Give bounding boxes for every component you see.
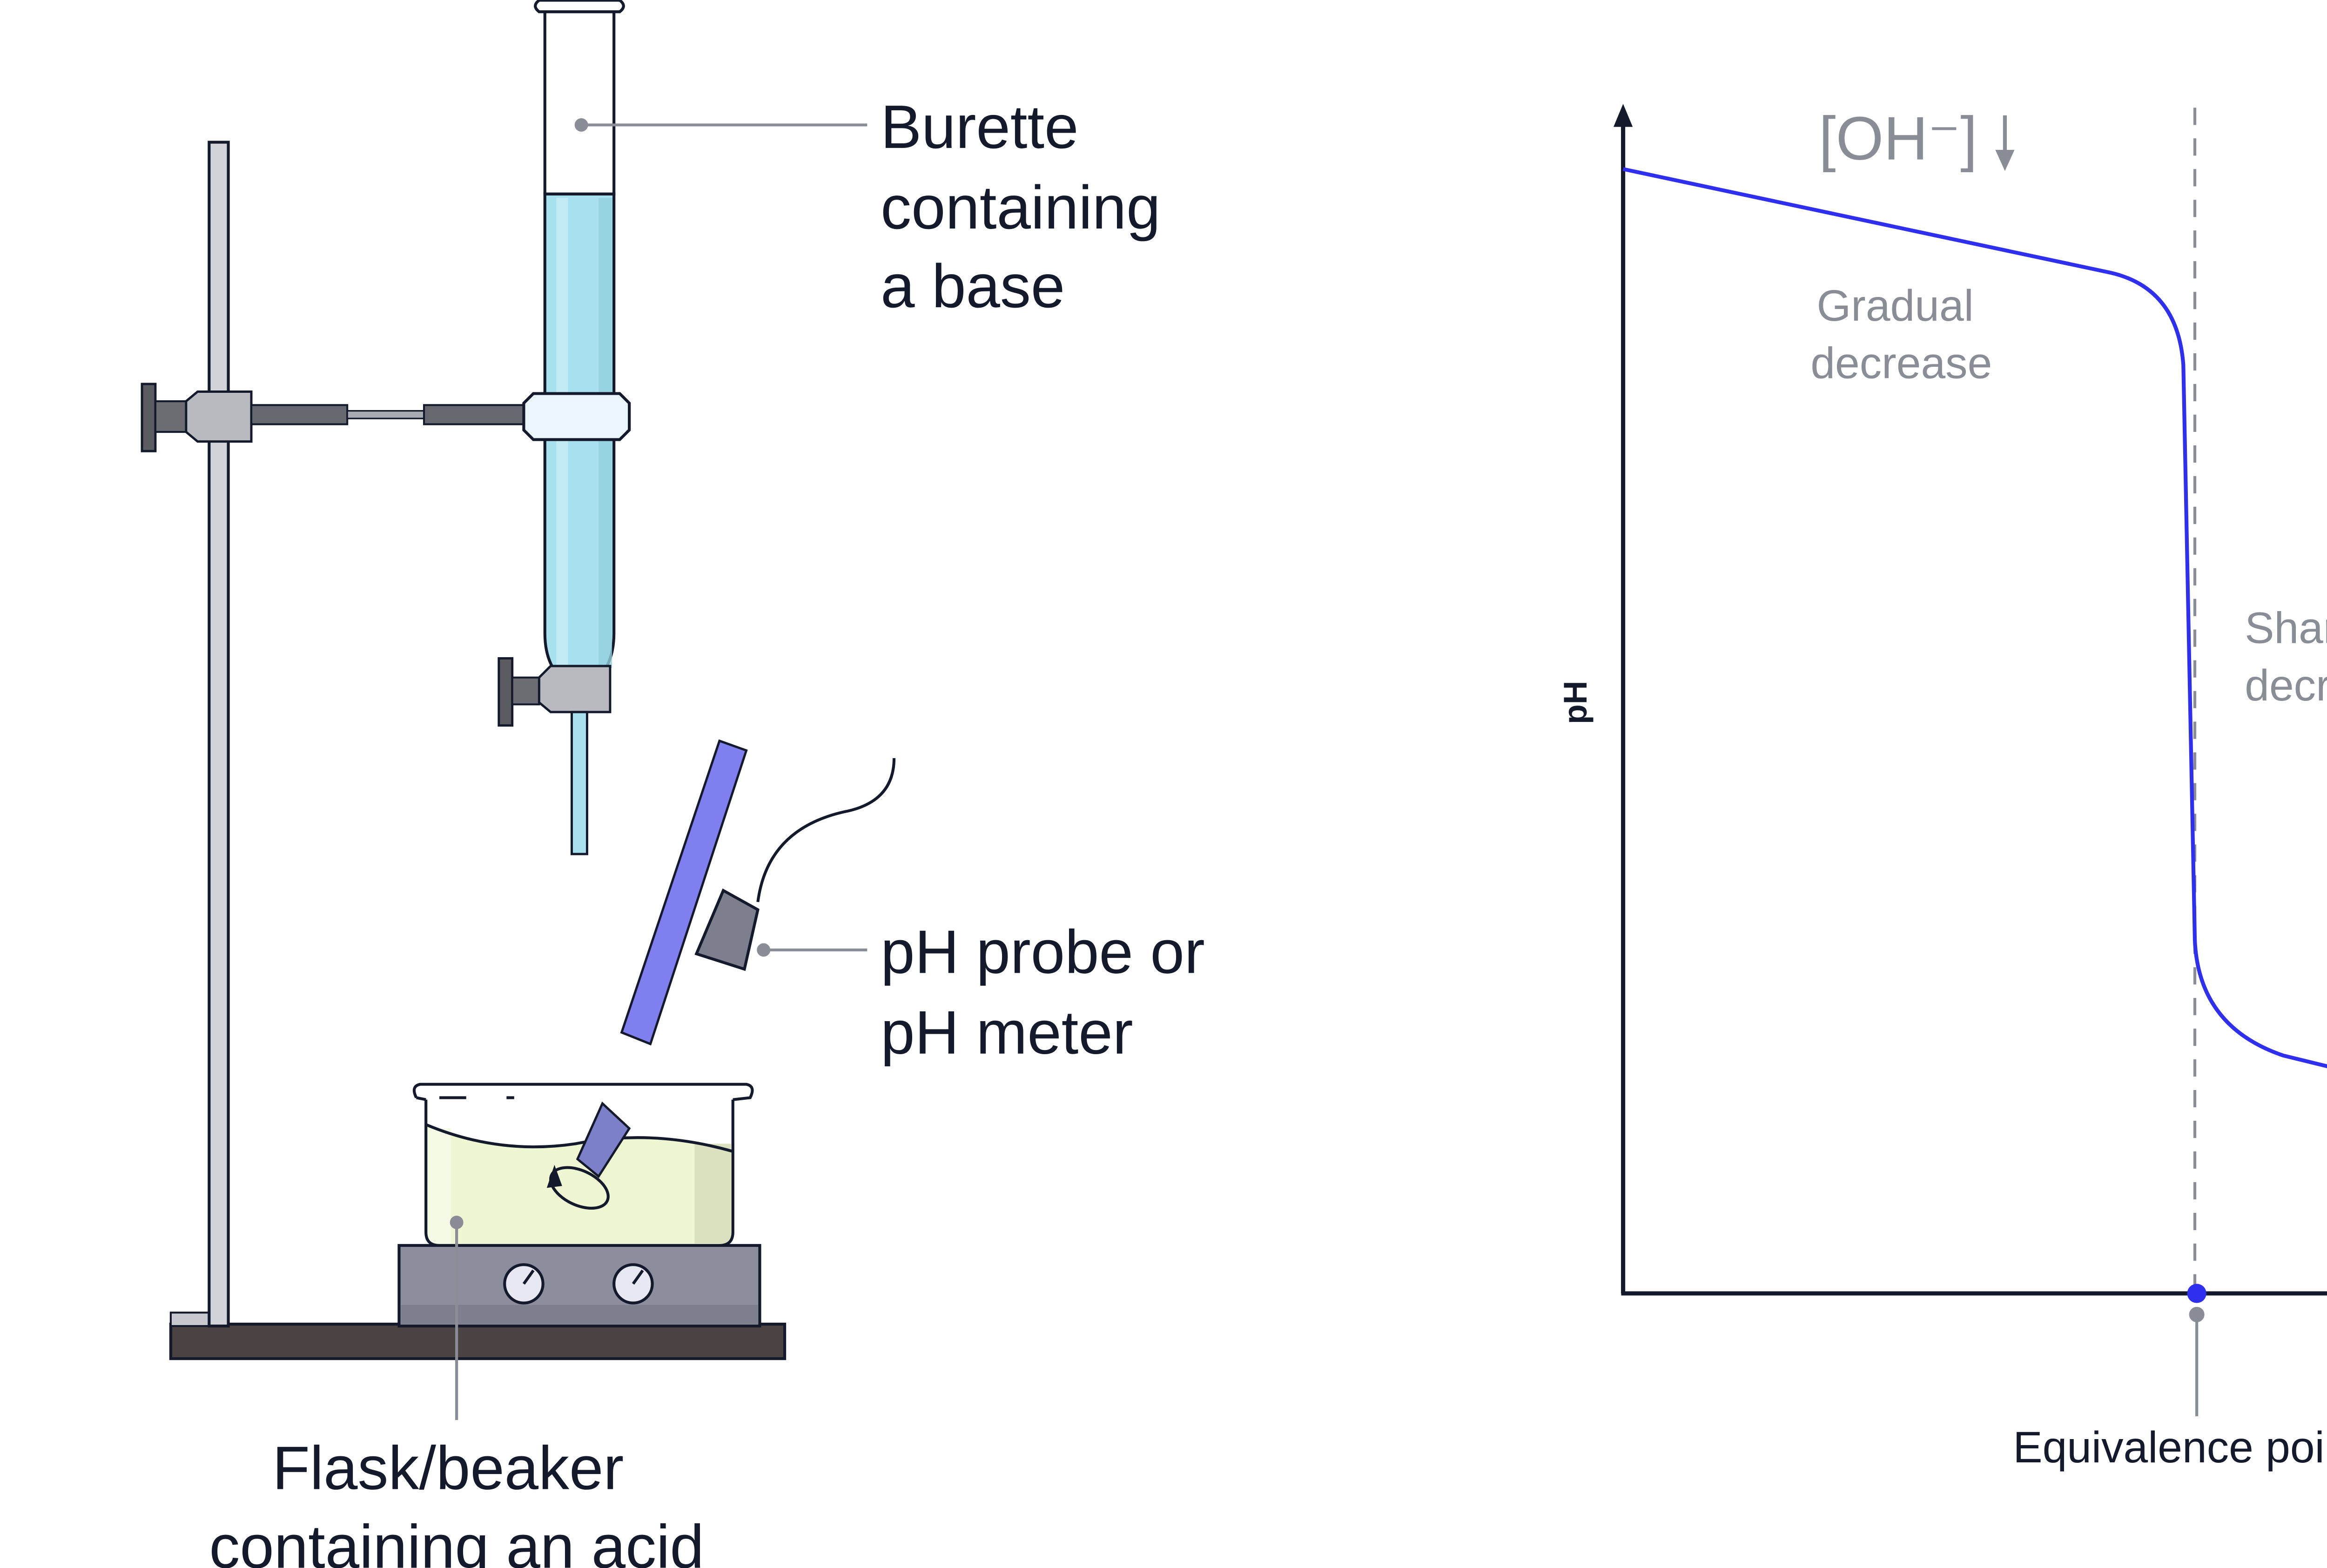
clamp-arm xyxy=(250,404,349,425)
stopcock-handle xyxy=(498,657,514,727)
burette-tube-empty xyxy=(543,10,616,195)
beaker-glass xyxy=(412,1083,754,1247)
stir-arrow-icon xyxy=(546,1164,610,1210)
titration-curve xyxy=(1622,167,2327,1069)
stand-foot xyxy=(169,1312,214,1327)
stand-base xyxy=(169,1322,787,1360)
stopcock-body xyxy=(538,665,612,713)
probe-head xyxy=(694,888,760,971)
probe-cable xyxy=(756,758,896,902)
gradual-decrease-label-1: Gradual decrease xyxy=(1810,281,1992,388)
svg-text:[OH⁻]: [OH⁻] xyxy=(1819,104,1977,173)
burette-rim xyxy=(534,0,625,13)
liquid-surface xyxy=(425,1123,733,1153)
equivalence-point-label: Equivalence point xyxy=(2013,1423,2327,1472)
rod-clamp-knob xyxy=(141,383,157,452)
y-axis-arrow-icon xyxy=(1613,104,1633,127)
y-axis-label: pH xyxy=(1557,681,1594,724)
stirrer-dial-right xyxy=(612,1263,654,1305)
down-arrow-icon xyxy=(1995,115,2015,171)
probe-label: pH probe or pH meter xyxy=(881,918,1222,1067)
oh-annotation: [OH⁻] xyxy=(1819,104,2015,173)
rod-clamp-boss xyxy=(185,390,253,443)
probe-tip xyxy=(576,1101,631,1178)
beaker-liquid xyxy=(426,1124,733,1245)
stirrer-dial-left xyxy=(503,1263,545,1305)
probe-shaft xyxy=(620,739,748,1046)
titration-curve-chart: pH Volume of acid/cm³ Equivalence point … xyxy=(1557,104,2327,1472)
ph-probe xyxy=(576,739,760,1178)
equivalence-point-marker xyxy=(2187,1284,2206,1303)
burette-tip xyxy=(571,711,588,855)
titration-apparatus: Burette containing a base pH probe or pH… xyxy=(141,0,1222,1568)
burette-clamp xyxy=(522,392,631,441)
burette-label: Burette containing a base xyxy=(881,93,1177,320)
stand-rod xyxy=(208,141,230,1328)
sharp-decrease-label: Sharp decrease xyxy=(2245,604,2327,711)
beaker-label: Flask/beaker containing an acid xyxy=(209,1433,704,1568)
